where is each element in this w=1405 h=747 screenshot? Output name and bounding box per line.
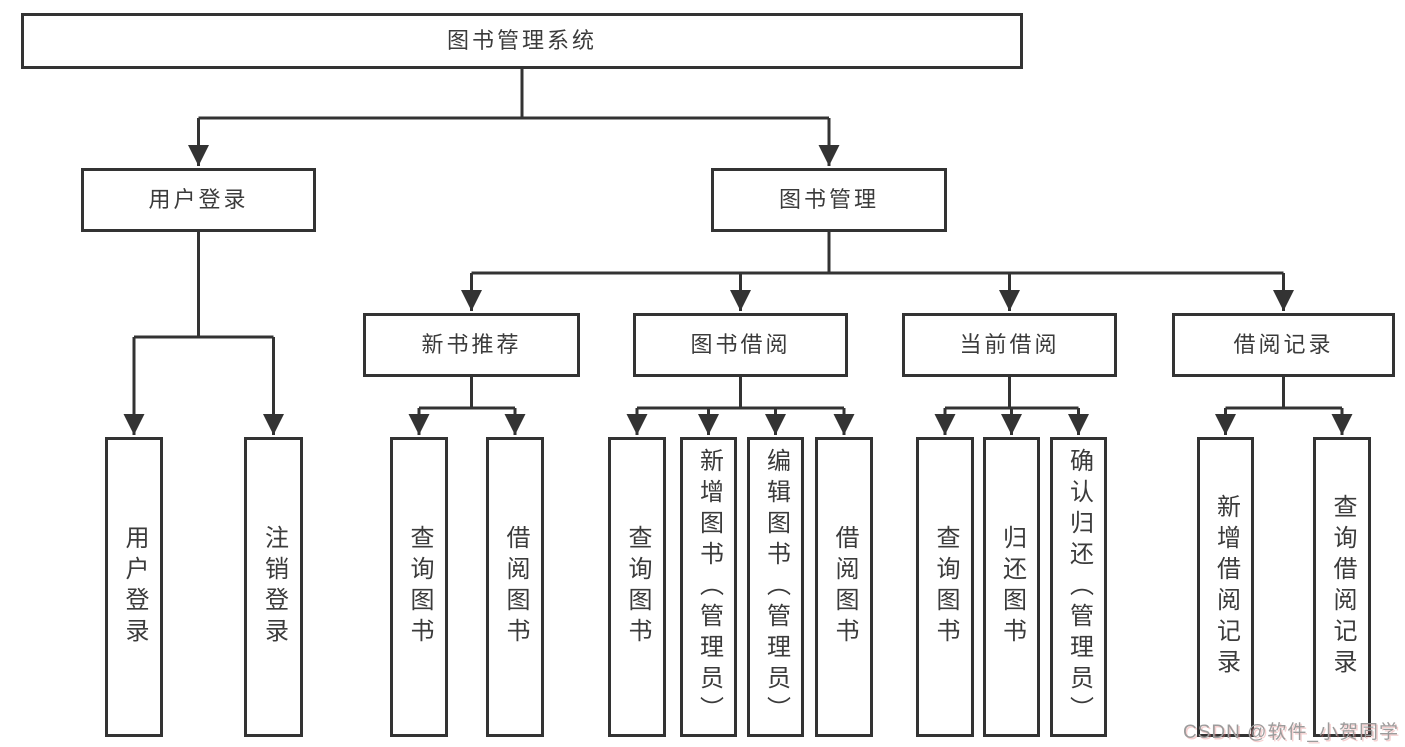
leaf-user-login: 用户登录 (105, 437, 163, 737)
leaf-query-book-recommend: 查询图书 (390, 437, 448, 737)
leaf-confirm-return-admin: 确认归还（管理员） (1050, 437, 1107, 737)
node-borrow-records: 借阅记录 (1172, 313, 1395, 377)
leaf-add-borrow-record: 新增借阅记录 (1197, 437, 1254, 737)
leaf-query-book-current: 查询图书 (916, 437, 974, 737)
leaf-edit-book-admin: 编辑图书（管理员） (747, 437, 804, 737)
leaf-borrow-book: 借阅图书 (815, 437, 873, 737)
leaf-borrow-book-recommend: 借阅图书 (486, 437, 544, 737)
node-book-borrow: 图书借阅 (633, 313, 848, 377)
watermark: CSDN @软件_小贺同学 (1183, 722, 1399, 743)
leaf-add-book-admin: 新增图书（管理员） (680, 437, 737, 737)
leaf-query-book-borrow: 查询图书 (608, 437, 666, 737)
node-book-management: 图书管理 (711, 168, 947, 232)
node-new-book-recommend: 新书推荐 (363, 313, 580, 377)
node-user-login: 用户登录 (81, 168, 316, 232)
node-system-root: 图书管理系统 (21, 13, 1023, 69)
node-current-borrow: 当前借阅 (902, 313, 1117, 377)
leaf-return-book: 归还图书 (983, 437, 1040, 737)
leaf-logout: 注销登录 (244, 437, 303, 737)
leaf-query-borrow-record: 查询借阅记录 (1313, 437, 1371, 737)
